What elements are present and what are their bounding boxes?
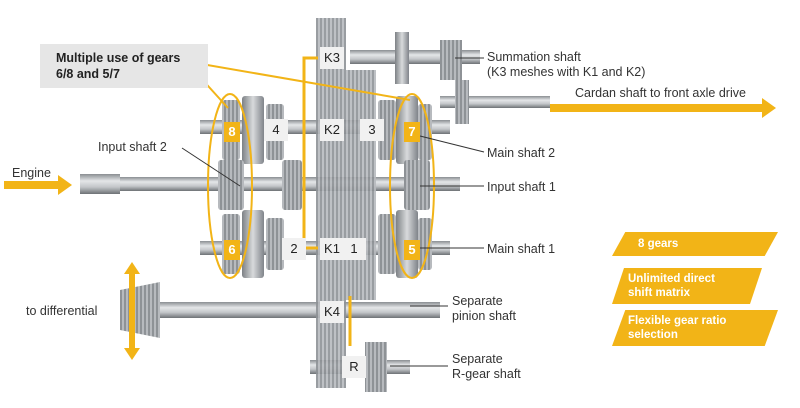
callout-line-1: Multiple use of gears bbox=[56, 51, 181, 65]
engine-label: Engine bbox=[12, 166, 51, 180]
gear-6-label: 6 bbox=[224, 240, 240, 260]
r-gear-shaft-label: Separate R-gear shaft bbox=[452, 352, 521, 381]
input-shaft-1-label: Input shaft 1 bbox=[487, 180, 556, 194]
gear-1-label: 1 bbox=[342, 238, 366, 260]
callout-box: Multiple use of gears 6/8 and 5/7 bbox=[40, 44, 208, 88]
summation-shaft bbox=[350, 32, 480, 84]
cardan-shaft bbox=[440, 80, 550, 124]
callout-leader-right bbox=[189, 61, 411, 101]
feature-8-gears: 8 gears bbox=[612, 232, 778, 256]
gear-5-label: 5 bbox=[404, 240, 420, 260]
input-shaft-1 bbox=[80, 174, 460, 194]
cardan-shaft-label: Cardan shaft to front axle drive bbox=[575, 86, 746, 100]
summation-shaft-label: Summation shaft (K3 meshes with K1 and K… bbox=[487, 50, 646, 79]
clutch-k1-label: K1 bbox=[320, 238, 344, 260]
main-shaft-2-label: Main shaft 2 bbox=[487, 146, 556, 160]
feature-gear-ratio: Flexible gear ratio selection bbox=[612, 310, 778, 346]
to-differential-label: to differential bbox=[26, 304, 98, 318]
pinion-shaft bbox=[120, 282, 440, 338]
clutch-k4-label: K4 bbox=[320, 301, 344, 323]
feature-shift-matrix: Unlimited direct shift matrix bbox=[612, 268, 762, 304]
callout-line-2: 6/8 and 5/7 bbox=[56, 67, 120, 81]
gear-7-label: 7 bbox=[404, 122, 420, 142]
clutch-k3-label: K3 bbox=[320, 47, 344, 69]
engine-arrow bbox=[4, 175, 72, 195]
input-shaft-2-label: Input shaft 2 bbox=[98, 140, 167, 154]
gear-3-label: 3 bbox=[360, 119, 384, 141]
main-shaft-1-label: Main shaft 1 bbox=[487, 242, 556, 256]
pinion-shaft-label: Separate pinion shaft bbox=[452, 294, 516, 323]
clutch-k2-label: K2 bbox=[320, 119, 344, 141]
cardan-arrow bbox=[550, 98, 776, 118]
differential-arrow bbox=[124, 262, 140, 360]
label-leaders bbox=[181, 57, 485, 367]
gear-4-label: 4 bbox=[264, 119, 288, 141]
gear-6-8-highlight bbox=[207, 93, 253, 279]
k3-k1-connector bbox=[302, 56, 318, 250]
gear-2-label: 2 bbox=[282, 238, 306, 260]
reverse-gear-label: R bbox=[342, 356, 366, 378]
gear-8-label: 8 bbox=[224, 122, 240, 142]
